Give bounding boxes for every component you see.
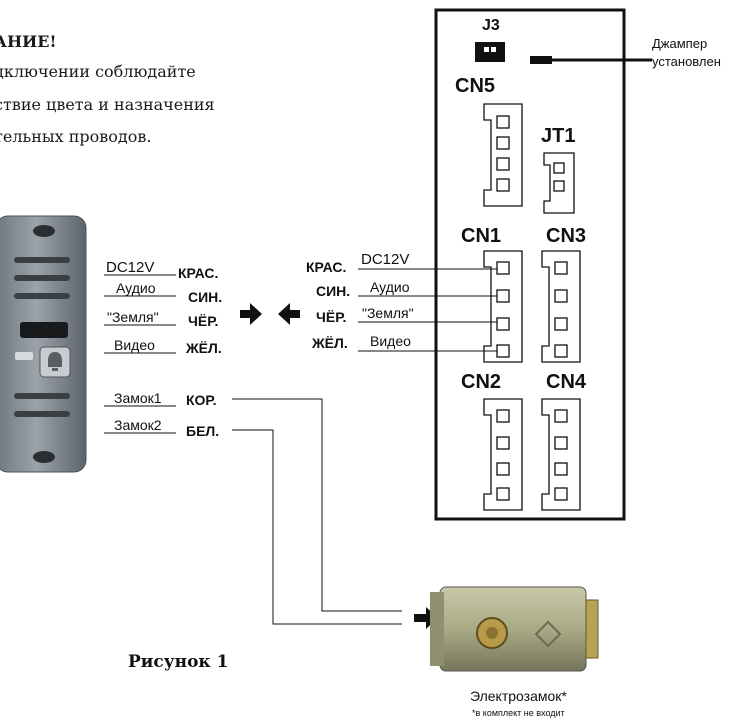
monitor-signal-audio: Аудио — [370, 279, 410, 295]
monitor-signal-video: Видео — [370, 333, 411, 349]
panel-signal-lock2: Замок2 — [114, 417, 162, 433]
monitor-signal-dc12v: DC12V — [361, 251, 410, 268]
jt1-label: JT1 — [541, 125, 576, 147]
jt1-connector — [543, 152, 575, 214]
cn4-connector — [541, 398, 581, 511]
j3-label: J3 — [482, 17, 500, 34]
cn1-connector — [483, 250, 523, 363]
panel-screw-top — [33, 225, 55, 237]
monitor-signal-ground: "Земля" — [362, 305, 414, 321]
jumper-note-line-1: Джампер — [652, 36, 708, 51]
panel-color-brown: КОР. — [186, 392, 217, 408]
monitor-board — [434, 8, 626, 521]
cn4-label: CN4 — [546, 371, 587, 393]
monitor-color-black: ЧЁР. — [316, 309, 347, 325]
notice-line-1: дключении соблюдайте — [0, 62, 196, 81]
panel-wire-lines — [104, 274, 176, 434]
monitor-wire-lines — [358, 268, 497, 352]
figure-caption: Рисунок 1 — [128, 652, 229, 672]
electric-lock — [430, 586, 599, 672]
cn3-connector — [541, 250, 581, 363]
panel-screw-bottom — [33, 451, 55, 463]
lock-emblem-icon — [534, 620, 562, 648]
panel-color-black: ЧЁР. — [188, 313, 219, 329]
panel-signal-audio: Аудио — [116, 280, 156, 296]
cn1-label: CN1 — [461, 225, 502, 247]
cn2-label: CN2 — [461, 371, 502, 393]
panel-signal-video: Видео — [114, 337, 155, 353]
panel-signal-lock1: Замок1 — [114, 390, 162, 406]
panel-color-white: БЕЛ. — [186, 423, 220, 439]
panel-color-blue: СИН. — [188, 289, 223, 305]
arrow-left-icon — [278, 303, 300, 325]
bell-icon — [48, 352, 62, 371]
jumper-note-line-2: установлен — [652, 54, 721, 69]
panel-color-yellow: ЖЁЛ. — [186, 340, 222, 356]
monitor-color-blue: СИН. — [316, 283, 351, 299]
panel-color-red: КРАС. — [178, 265, 219, 281]
monitor-color-yellow: ЖЁЛ. — [312, 335, 348, 351]
cn5-label: CN5 — [455, 75, 496, 97]
notice-line-3: тельных проводов. — [0, 127, 152, 146]
arrow-right-icon — [240, 303, 262, 325]
j3-jumper — [475, 42, 652, 64]
panel-signal-dc12v: DC12V — [106, 259, 155, 276]
lock-note: *в комплект не входит — [472, 708, 565, 718]
call-panel — [0, 215, 87, 473]
cn2-connector — [483, 398, 523, 511]
lock-caption: Электрозамок* — [470, 688, 567, 704]
notice-title: АНИЕ! — [0, 32, 57, 51]
cn5-connector — [483, 103, 523, 207]
panel-signal-ground: "Земля" — [107, 309, 159, 325]
lock-wires — [232, 398, 402, 625]
cn3-label: CN3 — [546, 225, 587, 247]
camera-window — [20, 322, 68, 338]
monitor-color-red: КРАС. — [306, 259, 347, 275]
notice-line-2: ствие цвета и назначения — [0, 95, 215, 114]
